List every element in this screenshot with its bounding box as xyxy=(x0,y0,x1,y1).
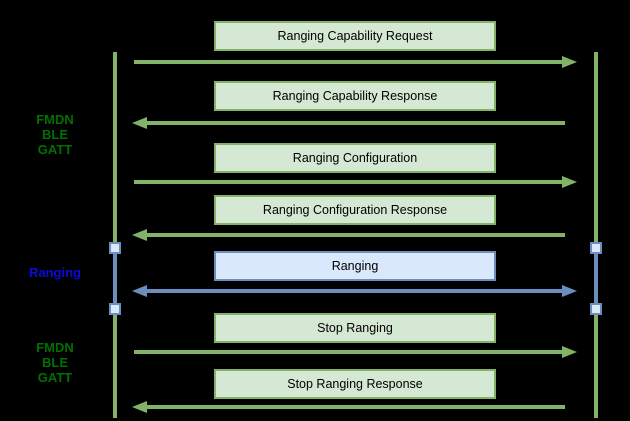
arrowhead-left xyxy=(132,229,147,241)
activation-square-top-left xyxy=(108,242,121,254)
message-label: Ranging xyxy=(331,259,379,273)
activation-connector-right xyxy=(593,250,598,306)
message-label: Ranging Capability Request xyxy=(277,29,433,43)
section-label-line: BLE xyxy=(42,355,68,370)
arrowhead-left xyxy=(132,285,147,297)
message-arrow-ranging-configuration-response xyxy=(146,233,565,237)
section-label-line: FMDN xyxy=(36,340,74,355)
message-arrow-stop-ranging-response xyxy=(146,405,565,409)
section-label-line: BLE xyxy=(42,127,68,142)
arrowhead-left xyxy=(132,117,147,129)
message-box-stop-ranging-response: Stop Ranging Response xyxy=(214,369,496,399)
section-label-line: FMDN xyxy=(36,112,74,127)
message-box-stop-ranging: Stop Ranging xyxy=(214,313,496,343)
activation-square-bottom-left xyxy=(108,303,121,315)
arrowhead-right xyxy=(562,346,577,358)
message-box-ranging-capability-response: Ranging Capability Response xyxy=(214,81,496,111)
activation-square-bottom-right xyxy=(589,303,602,315)
activation-connector-left xyxy=(112,250,117,306)
arrowhead-right xyxy=(562,285,577,297)
activation-square-top-right xyxy=(589,242,602,254)
lifeline-left xyxy=(113,52,117,418)
section-label-ranging: Ranging xyxy=(8,265,102,280)
message-box-ranging-capability-request: Ranging Capability Request xyxy=(214,21,496,51)
arrowhead-left xyxy=(132,401,147,413)
message-label: Stop Ranging Response xyxy=(287,377,423,391)
arrowhead-right xyxy=(562,176,577,188)
message-label: Stop Ranging xyxy=(317,321,393,335)
message-arrow-ranging-capability-request xyxy=(134,60,563,64)
message-arrow-stop-ranging xyxy=(134,350,563,354)
message-box-ranging-configuration: Ranging Configuration xyxy=(214,143,496,173)
message-arrow-ranging-configuration xyxy=(134,180,563,184)
arrowhead-right xyxy=(562,56,577,68)
message-arrow-ranging-capability-response xyxy=(146,121,565,125)
message-box-ranging-configuration-response: Ranging Configuration Response xyxy=(214,195,496,225)
message-label: Ranging Configuration Response xyxy=(262,203,448,217)
message-box-ranging: Ranging xyxy=(214,251,496,281)
section-label-line: Ranging xyxy=(29,265,81,280)
section-label-line: GATT xyxy=(37,370,73,385)
message-label: Ranging Configuration xyxy=(292,151,418,165)
message-arrow-ranging xyxy=(146,289,563,293)
section-label-line: GATT xyxy=(37,142,73,157)
lifeline-right xyxy=(594,52,598,418)
message-label: Ranging Capability Response xyxy=(272,89,438,103)
